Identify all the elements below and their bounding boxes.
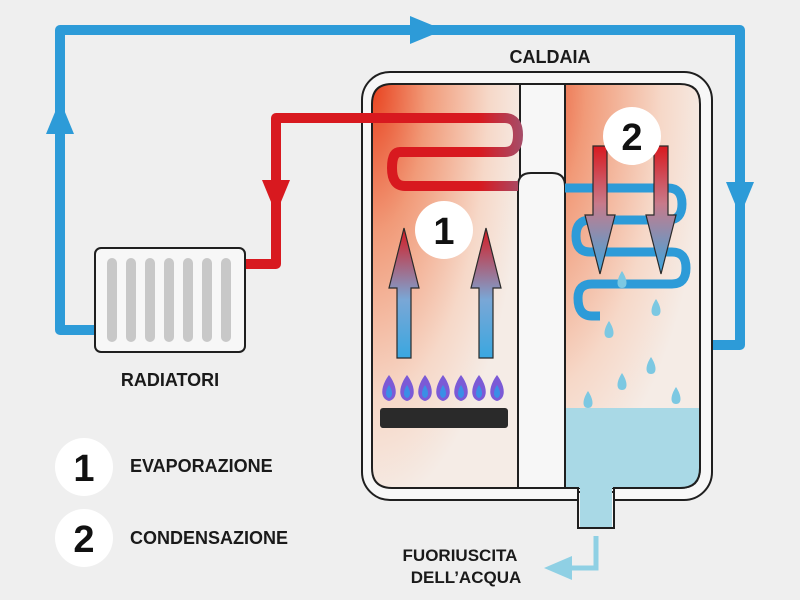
condensate-water — [565, 408, 700, 528]
boiler-label: CALDAIA — [510, 47, 591, 67]
water-droplet-icons — [583, 271, 681, 408]
condensation-arrows — [584, 145, 677, 275]
water-outlet-arrow — [570, 536, 599, 571]
radiator — [94, 247, 246, 353]
legend: 1 EVAPORAZIONE 2 CONDENSAZIONE — [55, 438, 288, 567]
legend-label: EVAPORAZIONE — [130, 456, 273, 476]
flow-arrow-hot-down — [262, 180, 290, 214]
marker-condensation: 2 — [603, 107, 661, 165]
flue-divider — [517, 172, 566, 489]
flow-arrow-right-down — [726, 182, 754, 216]
marker-condensation-number: 2 — [621, 117, 642, 159]
legend-item-evaporation: 1 EVAPORAZIONE — [55, 438, 273, 496]
marker-evaporation: 1 — [415, 201, 473, 259]
legend-number: 1 — [73, 448, 94, 490]
flow-arrow-left-up — [46, 100, 74, 134]
evaporation-arrows — [388, 227, 502, 359]
flame-icons — [382, 375, 504, 401]
hot-supply-pipe — [244, 113, 375, 269]
condensing-coil — [565, 183, 691, 321]
heat-exchanger-coil — [372, 113, 523, 191]
water-outlet-label-line2: DELL’ACQUA — [411, 568, 522, 587]
legend-item-condensation: 2 CONDENSAZIONE — [55, 509, 288, 567]
burner — [380, 408, 508, 428]
legend-label: CONDENSAZIONE — [130, 528, 288, 548]
marker-evaporation-number: 1 — [433, 211, 454, 253]
flow-arrow-top-right — [410, 16, 444, 44]
radiators-label: RADIATORI — [121, 370, 219, 390]
legend-number: 2 — [73, 519, 94, 561]
water-outlet-label-line1: FUORIUSCITA — [403, 546, 518, 565]
water-outlet-arrow-head — [544, 556, 572, 580]
